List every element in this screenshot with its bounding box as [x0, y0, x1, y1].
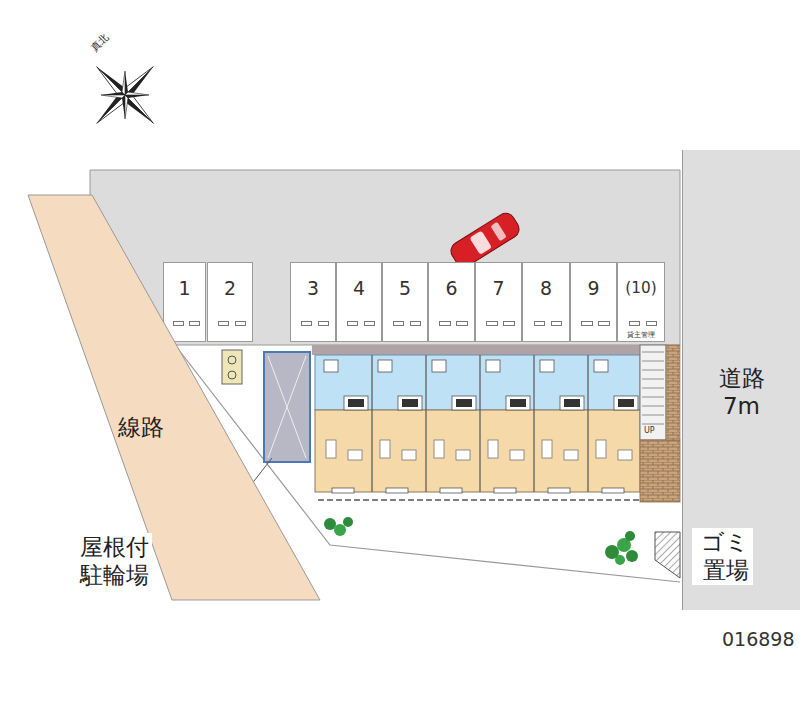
tree	[605, 531, 638, 565]
parking-space: 7	[475, 262, 522, 342]
stair-up-label: UP	[644, 426, 655, 435]
space-number: 8	[523, 277, 569, 299]
wheel-stop	[486, 321, 497, 326]
north-label: 真北	[88, 31, 112, 55]
wheel-stop	[301, 321, 312, 326]
road-name: 道路 7m	[707, 365, 776, 420]
walkway	[312, 345, 642, 355]
parking-space: 5	[382, 262, 428, 342]
shelter-cross	[268, 356, 306, 458]
space-number: 1	[164, 277, 205, 299]
unit-details	[324, 355, 638, 493]
wheel-stop	[410, 321, 421, 326]
fence	[318, 499, 640, 501]
space-number: (10)	[618, 279, 664, 297]
stair-steps	[642, 352, 664, 424]
wheel-stop	[551, 321, 563, 326]
wheel-stop	[503, 321, 514, 326]
wheel-stop	[218, 321, 229, 326]
wheel-stop	[347, 321, 358, 326]
meter-box	[222, 350, 242, 384]
wheel-stop	[235, 321, 246, 326]
brick-paving	[666, 345, 680, 440]
space-number: 7	[476, 277, 521, 299]
bicycle-shelter	[264, 352, 310, 462]
space-number: 2	[208, 277, 252, 299]
space-number: 4	[337, 277, 381, 299]
space-number: 3	[291, 277, 335, 299]
space-number: 6	[429, 277, 474, 299]
parking-space: 3	[290, 262, 336, 342]
wheel-stop	[629, 321, 641, 326]
garbage-area-label: ゴミ 置場	[692, 528, 753, 585]
wheel-stop	[598, 321, 609, 326]
railway-band: 線路	[0, 190, 330, 610]
wheel-stop	[189, 321, 200, 326]
parking-space: 6	[428, 262, 475, 342]
stairs	[640, 345, 666, 440]
parking-space: (10) 貸主管理	[617, 262, 665, 342]
wheel-stop	[646, 321, 658, 326]
compass-rose	[68, 38, 181, 151]
building-lower	[315, 410, 640, 492]
railway-shape	[0, 190, 330, 610]
railway-name: 線路	[118, 412, 164, 443]
parking-space: 8	[522, 262, 570, 342]
wheel-stop	[173, 321, 184, 326]
property-code: 016898	[722, 628, 795, 650]
bicycle-shelter-label: 屋根付 駐輪場	[70, 533, 152, 590]
tree	[324, 517, 353, 536]
parking-space: 4	[336, 262, 382, 342]
space-number: 9	[571, 277, 616, 299]
space-note: 貸主管理	[618, 330, 664, 340]
wheel-stop	[456, 321, 467, 326]
parking-space: 9	[570, 262, 617, 342]
parking-space: 1	[163, 262, 206, 342]
wheel-stop	[581, 321, 592, 326]
parking-lot	[90, 170, 680, 345]
wheel-stop	[393, 321, 404, 326]
wheel-stop	[364, 321, 375, 326]
garbage-area	[655, 532, 680, 578]
wheel-stop	[439, 321, 450, 326]
wheel-stop	[534, 321, 546, 326]
building-upper	[315, 355, 640, 410]
space-number: 5	[383, 277, 427, 299]
brick-paving	[640, 440, 680, 502]
parking-space: 2	[207, 262, 253, 342]
wheel-stop	[318, 321, 329, 326]
